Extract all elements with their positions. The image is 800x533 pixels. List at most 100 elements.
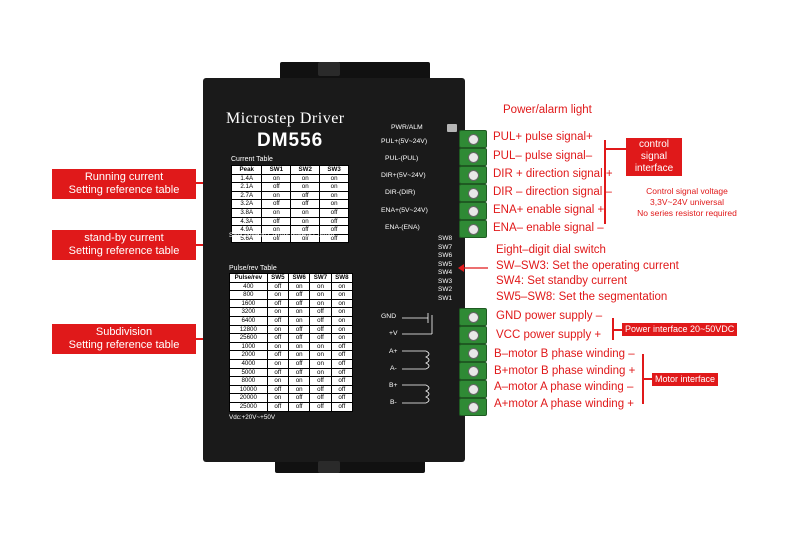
current-table-cell: on [290, 207, 321, 218]
pulse-table-cell: on [309, 298, 332, 309]
pulse-table-cell: off [287, 401, 311, 412]
screw-icon [468, 134, 479, 145]
pulse-table-cell: on [266, 307, 289, 317]
pulse-table-cell: on [266, 324, 289, 335]
current-table-cell: off [319, 207, 349, 218]
screw-icon [468, 312, 479, 323]
dip-switch-label: SW6 [438, 252, 453, 259]
dip-switch-label: SW5 [438, 260, 453, 268]
current-table-cell: on [261, 190, 292, 201]
current-table-cell: on [319, 182, 349, 192]
power-bracket-tick [612, 329, 622, 331]
driver-model: DM556 [257, 130, 324, 151]
pulse-table-cell: 1600 [229, 298, 268, 309]
pulse-table-cell: off [309, 307, 332, 317]
motor-bracket-tick [642, 378, 652, 380]
pulse-table-cell: off [266, 401, 289, 412]
terminal-screw-block [459, 166, 487, 184]
pulse-table-cell: 20000 [229, 393, 268, 403]
pulse-table-cell: 25600 [229, 333, 268, 343]
control-bracket-tick [604, 148, 626, 150]
signal-terminal-label: ENA-(ENA) [385, 224, 420, 231]
terminal-screw-block [459, 220, 487, 238]
current-table-cell: off [261, 216, 292, 227]
pulse-table-cell: off [309, 384, 332, 395]
motor-description: B–motor B phase winding – [494, 348, 635, 360]
pulse-table-cell: 10000 [229, 384, 268, 395]
current-table-cell: off [261, 182, 292, 192]
motor-description: B+motor B phase winding + [494, 364, 636, 377]
current-table-cell: 3.8A [230, 207, 263, 218]
motor-interface-box: Motor interface [652, 373, 719, 386]
pulse-table-cell: on [287, 341, 311, 352]
pulse-table-cell: on [287, 384, 311, 395]
screw-icon [468, 188, 479, 199]
standby-current-line1: stand-by current [84, 232, 164, 244]
pulse-table-cell: on [330, 333, 354, 343]
signal-terminal-label: PUL-(PUL) [385, 155, 419, 162]
terminal-screw-block [459, 398, 487, 416]
running-current-line2: Setting reference table [68, 184, 180, 196]
pwr-alm-led [447, 124, 457, 132]
dial-switch-arrow-icon [458, 264, 488, 272]
pulse-table-cell: 6400 [229, 315, 268, 326]
screw-icon [468, 170, 479, 181]
control-voltage-line1: Control signal voltage [646, 186, 728, 196]
pulse-table-cell: off [287, 393, 311, 403]
current-table-cell: 2.1A [230, 182, 263, 192]
motor-description: A–motor A phase winding – [494, 381, 634, 393]
pulse-table-cell: on [330, 315, 354, 326]
pulse-table-cell: on [330, 290, 354, 300]
pulse-table-cell: on [309, 341, 332, 352]
screw-icon [468, 224, 479, 235]
current-table-cell: on [261, 207, 292, 218]
pulse-table-cell: off [330, 350, 354, 360]
pulse-table-cell: off [266, 333, 289, 343]
heatsink-top [280, 62, 430, 82]
pulse-table-cell: on [330, 281, 354, 292]
signal-description: ENA– enable signal – [493, 222, 604, 234]
signal-description: DIR – direction signal – [493, 186, 612, 198]
pulse-table-cell: on [330, 298, 354, 309]
control-voltage-line3: No series resistor required [637, 208, 737, 218]
dip-switch-label: SW7 [438, 243, 453, 251]
screw-icon [468, 348, 479, 359]
pulse-table-header-cell: SW5 [266, 273, 289, 283]
pulse-table-cell: off [309, 376, 332, 386]
power-interface-box: Power interface 20~50VDC [622, 323, 738, 336]
pulse-table-cell: 1000 [229, 341, 268, 352]
signal-description: DIR + direction signal + [493, 168, 613, 180]
pulse-table-cell: on [330, 324, 354, 335]
pulse-table-cell: on [266, 393, 289, 403]
current-table-header-cell: SW1 [261, 165, 292, 175]
terminal-screw-block [459, 184, 487, 202]
running-current-line1: Running current [84, 171, 164, 183]
pulse-table-cell: off [309, 315, 332, 326]
pulse-table-cell: off [266, 281, 289, 292]
gnd-label: GND [381, 313, 397, 320]
pulse-table-header-cell: SW8 [330, 273, 354, 283]
control-voltage-note: Control signal voltage 3,3V~24V universa… [628, 186, 746, 219]
dip-switch-label: SW2 [438, 286, 453, 293]
current-table-cell: on [290, 182, 321, 192]
screw-icon [468, 366, 479, 377]
pulse-table-cell: on [309, 367, 332, 378]
pulse-table-cell: off [266, 315, 289, 326]
current-table-cell: on [261, 173, 292, 184]
pulse-table-header-cell: SW7 [309, 273, 332, 283]
current-table-cell: off [290, 199, 321, 209]
pulse-table-cell: on [309, 358, 332, 369]
pulse-table-cell: 12800 [229, 324, 268, 335]
pulse-table-cell: off [330, 393, 354, 403]
standby-current-label: stand-by current Setting reference table [52, 230, 196, 260]
